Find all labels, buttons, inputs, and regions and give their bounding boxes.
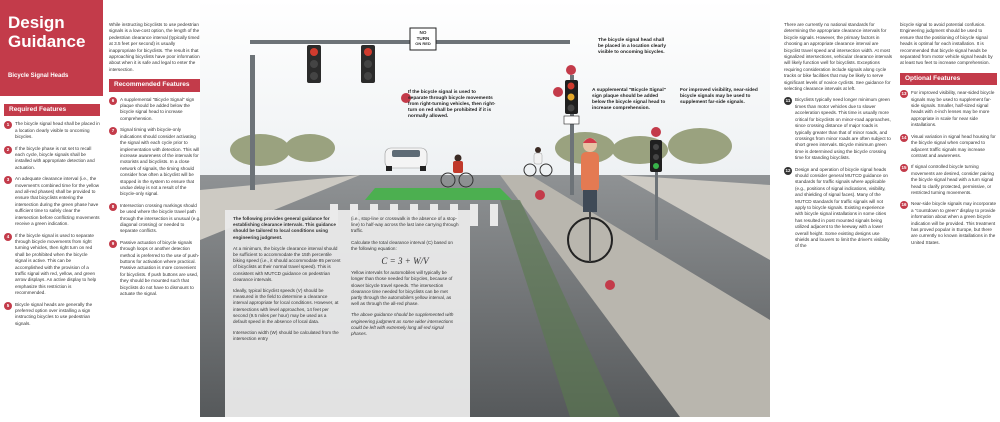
item-number: 12	[784, 166, 792, 175]
item-number: 6	[109, 96, 117, 105]
section-required-heading: Required Features	[4, 104, 100, 117]
traffic-signal-icon	[307, 45, 321, 83]
guidance-right-column: (i.e., stop-line or crosswalk in the abs…	[351, 216, 459, 342]
intro-paragraph: bicycle signal to avoid potential confus…	[900, 22, 993, 66]
tree-line	[230, 128, 732, 166]
item-text: An adequate clearance interval (i.e., th…	[15, 176, 100, 227]
guidance-bullet: Ideally, typical bicyclist speeds (V) sh…	[233, 288, 339, 325]
no-turn-on-red-text: NO TURN ON RED	[411, 30, 435, 47]
item-number: 14	[900, 133, 908, 142]
bicyclist-icon	[567, 138, 613, 263]
item-text: Passive actuation of bicycle signals thr…	[120, 239, 200, 297]
column-optional: bicycle signal to avoid potential confus…	[898, 22, 1000, 251]
callout-10: For improved visibility, near-sided bicy…	[680, 88, 758, 105]
item-text: Signal timing with bicycle-only indicati…	[120, 127, 200, 197]
traffic-signal-icon	[361, 45, 375, 83]
clearance-formula: C = 3 + W/V	[381, 256, 429, 267]
guide-header: Design Guidance Bicycle Signal Heads	[0, 0, 103, 96]
guide-title-line1: Design	[8, 13, 65, 32]
column-discussion: There are currently no national standard…	[782, 22, 894, 255]
item-number: 3	[4, 176, 12, 185]
item-text: For improved visibility, near-sided bicy…	[911, 90, 995, 128]
near-side-bicycle-signal	[650, 140, 662, 240]
section-recommended-heading: Recommended Features	[109, 79, 202, 92]
guidance-note: The above guidance should be supplemente…	[351, 312, 454, 337]
item-number: 16	[900, 201, 908, 210]
guidance-text: (i.e., stop-line or crosswalk in the abs…	[351, 216, 459, 234]
item-number: 2	[4, 145, 12, 154]
callout-6: A supplemental "Bicycle Signal" sign pla…	[592, 88, 666, 111]
sign-line: TURN	[416, 35, 430, 41]
item-number: 5	[4, 301, 12, 310]
guidance-left-column: The following provides general guidance …	[233, 216, 341, 348]
item-text: Near-side bicycle signals may incorporat…	[911, 201, 997, 245]
item-text: If the bicycle phase is not set to recal…	[15, 145, 95, 170]
item-text: Intersection crossing markings should be…	[120, 202, 202, 234]
item-number: 8	[109, 202, 117, 211]
item-text: A supplemental "Bicycle Signal" sign pla…	[120, 96, 195, 121]
intro-paragraph: While instructing bicyclists to use pede…	[109, 22, 200, 72]
item-number: 11	[784, 97, 792, 106]
guide-title-line2: Guidance	[8, 32, 86, 51]
no-turn-on-red-sign	[409, 27, 437, 51]
callout-4: If the bicycle signal is used to separat…	[408, 90, 496, 119]
item-number: 13	[900, 90, 908, 99]
item-text: If the bicycle signal is used to separat…	[15, 232, 97, 296]
item-text: Visual variation in signal head housing …	[911, 133, 996, 158]
guidance-text: Calculate the total clearance interval (…	[351, 239, 453, 251]
item-text: Design and operation of bicycle signal h…	[795, 166, 890, 249]
bicyclist-icon	[440, 154, 474, 188]
item-number: 15	[900, 164, 908, 173]
guidance-bullet: At a minimum, the bicycle clearance inte…	[233, 245, 341, 282]
section-optional-heading: Optional Features	[900, 72, 997, 86]
car-icon	[384, 147, 428, 171]
item-number: 4	[4, 232, 12, 241]
intro-paragraph: There are currently no national standard…	[784, 22, 893, 92]
guidance-lead: The following provides general guidance …	[233, 216, 336, 240]
item-text: Bicyclists typically need longer minimum…	[795, 97, 891, 161]
bicyclist-icon	[523, 147, 553, 177]
green-bike-box	[365, 188, 512, 200]
clearance-guidance-box: The following provides general guidance …	[225, 210, 470, 417]
sign-line: NO	[419, 30, 427, 35]
guidance-text: Yellow intervals for automobiles will ty…	[351, 270, 453, 307]
bicycle-signal-pole	[563, 75, 580, 195]
item-text: The bicycle signal head shall be placed …	[15, 121, 100, 140]
item-text: If signal controlled bicycle turning mov…	[911, 164, 994, 195]
item-number: 1	[4, 121, 12, 130]
guidance-bullet: Intersection width (W) should be calcula…	[233, 330, 339, 342]
sign-line: ON RED	[415, 41, 431, 47]
guide-subtitle: Bicycle Signal Heads	[8, 73, 69, 79]
bike-lane	[500, 200, 620, 417]
item-number: 7	[109, 127, 117, 136]
item-number: 9	[109, 239, 117, 248]
column-recommended: While instructing bicyclists to use pede…	[107, 22, 204, 302]
item-text: Bicycle signal heads are generally the p…	[15, 301, 93, 326]
callout-1: The bicycle signal head shall be placed …	[598, 38, 666, 55]
callout-markers	[401, 65, 661, 290]
